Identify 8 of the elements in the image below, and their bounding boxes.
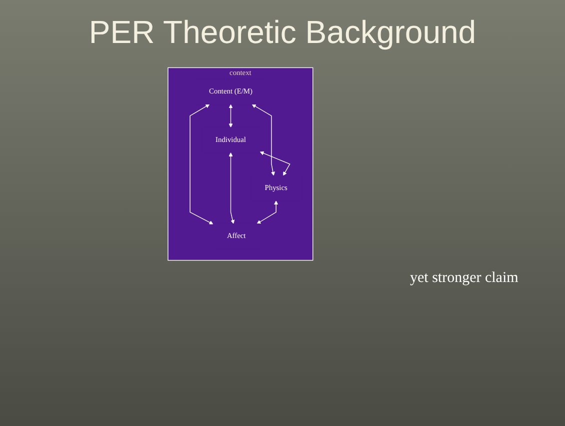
arrow [256, 200, 278, 224]
note-text: yet stronger claim [410, 270, 518, 287]
arrow [228, 104, 232, 128]
slide-title: PER Theoretic Background [88, 14, 478, 51]
arrow [228, 152, 234, 224]
arrow [251, 104, 275, 176]
arrow [189, 104, 213, 224]
arrow [259, 151, 290, 176]
